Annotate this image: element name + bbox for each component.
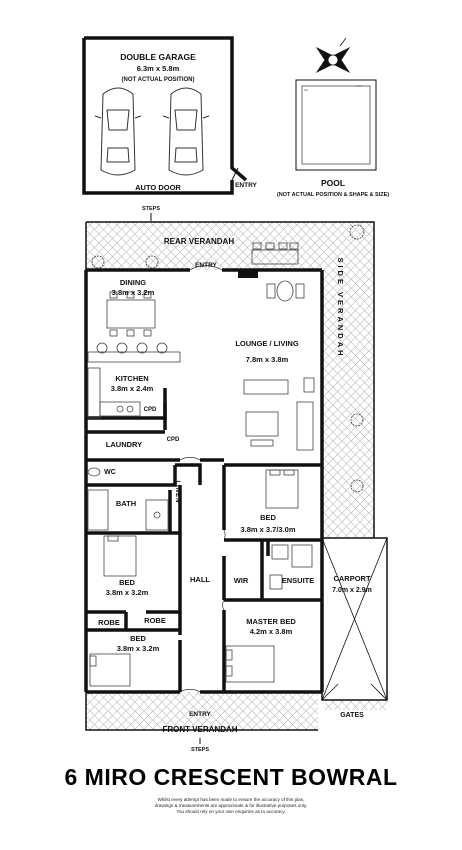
- dining-table: [106, 291, 156, 337]
- label-wc: WC: [104, 469, 116, 476]
- label-side-verandah: SIDE VERANDAH: [336, 257, 345, 358]
- disclaimer-line-3: You should rely on your own enquiries as…: [176, 809, 286, 814]
- label-gates: GATES: [340, 712, 364, 719]
- label-carport-size: 7.0m x 2.9m: [332, 587, 372, 594]
- outdoor-dining-set: [251, 242, 305, 302]
- label-rear-verandah: REAR VERANDAH: [164, 237, 234, 246]
- label-lounge: LOUNGE / LIVING: [235, 339, 299, 348]
- disclaimer-line-1: Whilst every attempt has been made to en…: [157, 797, 305, 802]
- kitchen-bench: [87, 342, 181, 419]
- double-garage: [82, 36, 248, 195]
- label-cpd-kitchen: CPD: [144, 407, 157, 413]
- label-robe-right: ROBE: [144, 616, 166, 625]
- label-bed-sw: BED: [130, 634, 146, 643]
- label-bed-west: BED: [119, 578, 135, 587]
- label-steps-bottom: STEPS: [191, 747, 209, 753]
- label-double-garage: DOUBLE GARAGE: [120, 52, 196, 62]
- label-double-garage-size: 6.3m x 5.8m: [137, 64, 180, 73]
- lounge-furniture: [243, 377, 315, 451]
- step-arrows: [150, 213, 201, 744]
- label-master-bed-size: 4.2m x 3.8m: [250, 627, 293, 636]
- door-swings: [179, 265, 226, 693]
- bathroom-fixtures: [87, 467, 313, 590]
- label-laundry: LAUNDRY: [106, 440, 142, 449]
- label-steps-top: STEPS: [142, 206, 160, 212]
- pool: [295, 79, 377, 171]
- label-hall: HALL: [190, 575, 210, 584]
- house-walls: [84, 221, 375, 731]
- beds: [89, 469, 299, 687]
- label-dining: DINING: [120, 278, 146, 287]
- label-dining-size: 3.8m x 3.2m: [112, 288, 155, 297]
- label-bed-east: BED: [260, 513, 276, 522]
- verandah-hatching: [86, 222, 387, 730]
- disclaimer: Whilst every attempt has been made to en…: [0, 797, 462, 815]
- label-double-garage-note: (NOT ACTUAL POSITION): [122, 77, 195, 83]
- room-labels: DOUBLE GARAGE 6.3m x 5.8m (NOT ACTUAL PO…: [98, 52, 389, 753]
- label-bed-sw-size: 3.8m x 3.2m: [117, 644, 160, 653]
- label-front-verandah: FRONT VERANDAH: [162, 725, 237, 734]
- label-bed-east-size: 3.8m x 3.7/3.0m: [240, 525, 295, 534]
- label-kitchen-size: 3.8m x 2.4m: [111, 384, 154, 393]
- car-right: [162, 87, 210, 176]
- carport: [321, 537, 388, 701]
- label-kitchen: KITCHEN: [115, 374, 148, 383]
- label-bath: BATH: [116, 499, 136, 508]
- car-left: [94, 87, 142, 176]
- label-ensuite: ENSUITE: [282, 576, 315, 585]
- label-linen: LINEN: [174, 481, 180, 504]
- label-bed-west-size: 3.8m x 3.2m: [106, 588, 149, 597]
- label-entry-garage: ENTRY: [235, 182, 257, 189]
- label-auto-door: AUTO DOOR: [135, 183, 181, 192]
- plant-icons: [91, 224, 365, 493]
- compass-icon: [315, 37, 351, 74]
- label-entry-front: ENTRY: [189, 711, 211, 718]
- label-lounge-size: 7.8m x 3.8m: [246, 355, 289, 364]
- label-pool: POOL: [321, 178, 345, 188]
- label-master-bed: MASTER BED: [246, 617, 296, 626]
- label-robe-left: ROBE: [98, 618, 120, 627]
- floor-plan: DOUBLE GARAGE 6.3m x 5.8m (NOT ACTUAL PO…: [82, 36, 389, 753]
- label-cpd-hall: CPD: [167, 437, 180, 443]
- label-carport: CARPORT: [333, 574, 371, 583]
- label-pool-note: (NOT ACTUAL POSITION & SHAPE & SIZE): [277, 192, 389, 198]
- label-entry-rear: ENTRY: [195, 262, 217, 269]
- disclaimer-line-2: drawings & measurements are approximate …: [154, 803, 308, 808]
- fireplace: [238, 270, 258, 278]
- label-wir: WIR: [234, 576, 249, 585]
- property-title: 6 MIRO CRESCENT BOWRAL: [64, 764, 398, 790]
